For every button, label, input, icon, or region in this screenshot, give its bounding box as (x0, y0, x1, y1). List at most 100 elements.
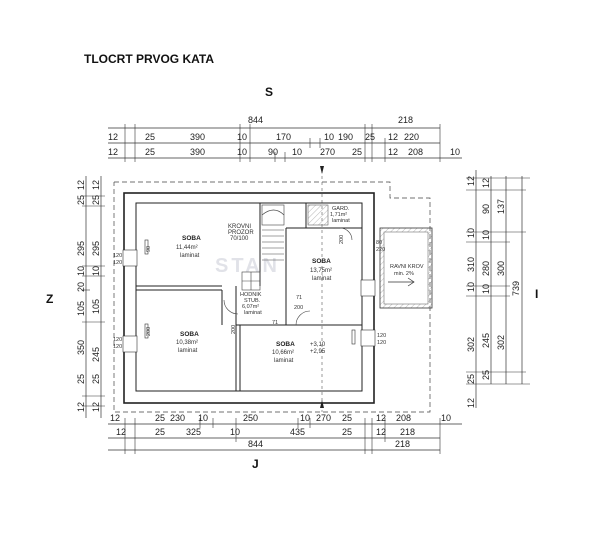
svg-text:200: 200 (146, 327, 152, 336)
svg-text:350: 350 (76, 340, 86, 355)
svg-text:220: 220 (376, 247, 385, 253)
svg-text:12: 12 (388, 132, 398, 142)
room-hodnik: HODNIK STUB. 6,07m² laminat (240, 292, 262, 316)
svg-text:200: 200 (294, 305, 303, 311)
svg-text:137: 137 (496, 199, 506, 214)
flat-roof (379, 227, 433, 309)
room-soba2: SOBA 13,75m² laminat (310, 258, 332, 282)
svg-text:245: 245 (481, 333, 491, 348)
svg-text:390: 390 (190, 147, 205, 157)
svg-text:10: 10 (481, 230, 491, 240)
room-soba4: SOBA 10,66m² laminat (272, 341, 295, 364)
svg-text:230: 230 (170, 413, 185, 423)
right-col2: 12 90 10 280 10 245 25 (481, 178, 491, 380)
bottom-row1: 12 25 230 10 250 10 270 25 12 208 10 (110, 413, 451, 423)
top-right-total: 218 (398, 115, 413, 125)
right-total: 739 (511, 281, 521, 296)
svg-text:25: 25 (352, 147, 362, 157)
levels: +3,10 +2,95 (310, 342, 326, 355)
svg-text:71: 71 (272, 320, 278, 326)
svg-text:120: 120 (377, 340, 386, 346)
compass-south: J (252, 457, 259, 471)
svg-text:12: 12 (108, 132, 118, 142)
svg-text:25: 25 (145, 132, 155, 142)
svg-text:10: 10 (230, 427, 240, 437)
svg-text:218: 218 (400, 427, 415, 437)
svg-text:90: 90 (146, 246, 152, 252)
svg-text:10: 10 (237, 132, 247, 142)
svg-text:220: 220 (404, 132, 419, 142)
svg-text:10: 10 (76, 266, 86, 276)
left-inner: 12 25 295 10 105 245 25 12 (91, 180, 101, 412)
svg-text:GARD.: GARD. (332, 206, 350, 212)
svg-text:25: 25 (76, 374, 86, 384)
stair (241, 204, 285, 291)
left-outer: 12 25 295 10 20 105 350 25 12 (76, 180, 86, 412)
svg-text:13,75m²: 13,75m² (310, 268, 332, 274)
svg-text:280: 280 (481, 261, 491, 276)
roof-outline (113, 181, 431, 413)
svg-text:12: 12 (116, 427, 126, 437)
svg-text:90: 90 (268, 147, 278, 157)
bottom-right-total: 218 (395, 439, 410, 449)
svg-text:250: 250 (243, 413, 258, 423)
svg-text:190: 190 (338, 132, 353, 142)
svg-text:laminat: laminat (332, 218, 350, 224)
svg-text:10: 10 (198, 413, 208, 423)
svg-text:25: 25 (76, 195, 86, 205)
bottom-dimensions (108, 418, 462, 454)
svg-text:HODNIK: HODNIK (240, 292, 262, 298)
opening-labels: 120 120 120 120 80 220 90 200 200 71 200… (113, 235, 386, 350)
svg-text:90: 90 (481, 204, 491, 214)
outer-walls (123, 192, 375, 404)
svg-text:25: 25 (342, 413, 352, 423)
svg-text:80: 80 (376, 240, 382, 246)
svg-text:6,07m²: 6,07m² (242, 304, 259, 310)
svg-text:70/100: 70/100 (230, 236, 249, 242)
svg-text:245: 245 (91, 347, 101, 362)
svg-text:12: 12 (376, 413, 386, 423)
svg-text:SOBA: SOBA (312, 258, 331, 265)
svg-text:laminat: laminat (312, 276, 332, 282)
svg-text:270: 270 (320, 147, 335, 157)
svg-text:10: 10 (300, 413, 310, 423)
room-ravni-krov: RAVNI KROV min. 2% (390, 264, 424, 277)
svg-text:laminat: laminat (244, 310, 262, 316)
svg-text:RAVNI KROV: RAVNI KROV (390, 264, 424, 270)
svg-text:SOBA: SOBA (182, 235, 201, 242)
svg-text:200: 200 (339, 235, 345, 244)
top-dimensions (108, 124, 462, 162)
svg-text:12: 12 (466, 176, 476, 186)
svg-text:10,38m²: 10,38m² (176, 340, 198, 346)
top-total: 844 (248, 115, 263, 125)
svg-text:10: 10 (237, 147, 247, 157)
svg-text:12: 12 (76, 402, 86, 412)
svg-text:12: 12 (110, 413, 120, 423)
room-krovni: KROVNI PROZOR 70/100 (228, 224, 254, 242)
room-gard: GARD. 1,71m² laminat (330, 206, 350, 224)
svg-text:295: 295 (76, 241, 86, 256)
compass-west: Z (46, 292, 53, 306)
svg-text:120: 120 (113, 260, 122, 266)
svg-text:20: 20 (76, 282, 86, 292)
svg-text:200: 200 (231, 325, 237, 334)
bottom-row2: 12 25 325 10 435 25 12 218 (116, 427, 415, 437)
room-soba1: SOBA 11,44m² laminat (176, 235, 201, 259)
section-markers (320, 166, 324, 408)
svg-text:12: 12 (466, 398, 476, 408)
wardrobe-shelf (307, 204, 329, 226)
svg-text:105: 105 (76, 301, 86, 316)
right-col3: 137 300 302 (496, 199, 506, 350)
svg-text:25: 25 (91, 374, 101, 384)
svg-text:10: 10 (450, 147, 460, 157)
svg-text:12: 12 (91, 402, 101, 412)
svg-text:170: 170 (276, 132, 291, 142)
room-soba3: SOBA 10,38m² laminat (176, 331, 199, 354)
svg-text:295: 295 (91, 241, 101, 256)
svg-text:300: 300 (496, 261, 506, 276)
svg-text:435: 435 (290, 427, 305, 437)
top-row2: 12 25 390 10 90 10 270 25 12 208 10 (108, 147, 460, 157)
svg-text:12: 12 (76, 180, 86, 190)
svg-text:105: 105 (91, 299, 101, 314)
